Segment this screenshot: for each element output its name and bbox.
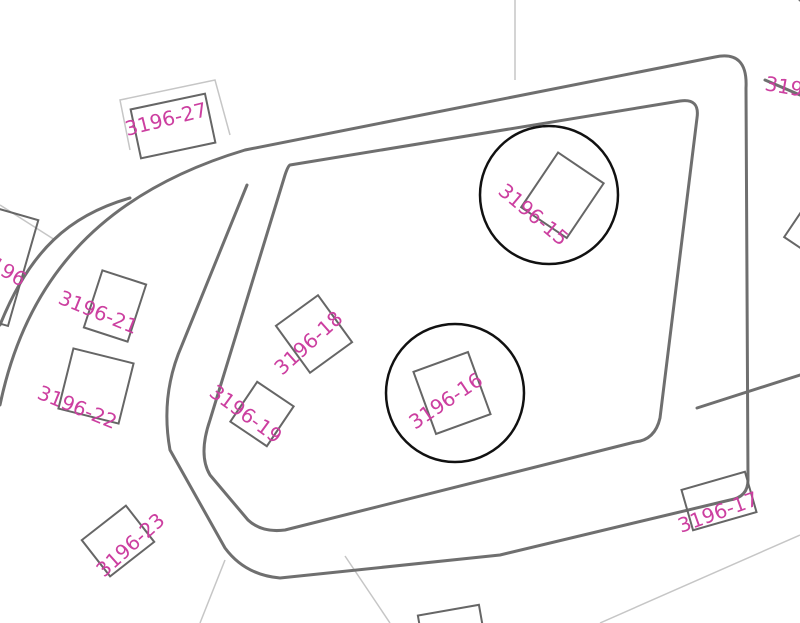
buildings [0, 92, 800, 623]
parcel-label-partial-right[interactable]: 319 [763, 71, 800, 101]
road-right-lower-boundary [695, 373, 800, 410]
building-left-edge [0, 206, 40, 328]
parcel-label-3196-21[interactable]: 3196-21 [55, 285, 141, 339]
building-3196-18 [274, 293, 354, 375]
highlight-circles [384, 124, 620, 464]
road-left-upper-boundary [0, 196, 132, 327]
building-3196-17 [680, 470, 758, 532]
parcel-label-3196-22[interactable]: 3196-22 [34, 380, 120, 434]
building-3196-23 [80, 504, 156, 578]
building-3196-22 [57, 347, 135, 425]
parcel-label-3196-19[interactable]: 3196-19 [205, 380, 287, 449]
road-block-inner-boundary [202, 99, 699, 532]
building-3196-19 [228, 380, 296, 448]
parcel-label-partial-left[interactable]: 196 [0, 252, 31, 292]
parcel-label-3196-27[interactable]: 3196-27 [122, 97, 209, 141]
building-3196-16 [412, 350, 492, 436]
building-bottom [416, 603, 486, 623]
highlight-circle-3196-15 [478, 124, 620, 266]
road-outlines [0, 0, 800, 580]
parcel-label-3196-16[interactable]: 3196-16 [404, 368, 487, 435]
road-right-block-boundary [763, 78, 800, 97]
parcel-label-3196-18[interactable]: 3196-18 [269, 306, 347, 380]
highlight-circle-3196-16 [384, 322, 526, 464]
parcel-label-3196-23[interactable]: 3196-23 [91, 508, 169, 582]
building-3196-21 [82, 269, 148, 343]
parcel-label-3196-17[interactable]: 3196-17 [675, 487, 762, 538]
building-3196-27 [129, 92, 217, 160]
building-right-edge [782, 210, 800, 256]
building-3196-15 [519, 151, 606, 240]
